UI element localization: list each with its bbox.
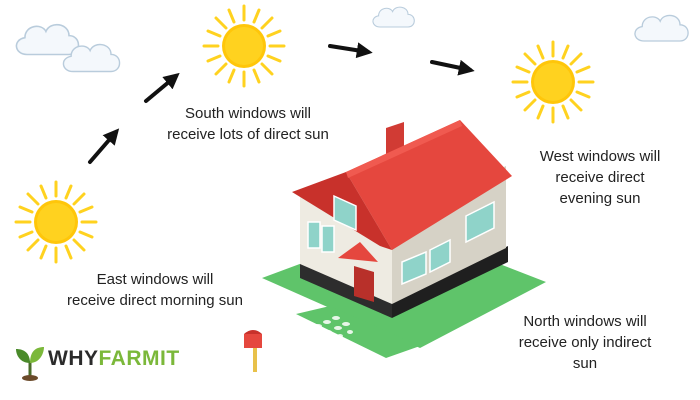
house-illustration [262,120,546,358]
mailbox-icon [244,330,262,372]
cloud-icon [372,6,415,28]
arrow-icon [430,59,475,76]
south-windows-label: South windows will receive lots of direc… [167,105,329,143]
east-windows-label: East windows will receive direct morning… [67,271,243,309]
logo-text-farmit: FARMIT [98,347,180,370]
west-windows-label: West windows will receive direct evening… [539,148,661,207]
cloud-icon [15,23,80,56]
sprout-icon [16,347,44,381]
cloud-icon [634,14,689,42]
sun-icon [511,40,595,124]
arrow-icon [144,72,180,103]
logo-text-why: WHY [48,347,99,370]
arrow-icon [88,128,120,164]
north-windows-label: North windows will receive only indirect… [518,313,652,372]
sun-icon [202,4,286,88]
sun-icon [14,180,98,264]
whyfarmit-logo: WHYFARMIT [14,341,179,381]
arrow-icon [328,42,373,59]
